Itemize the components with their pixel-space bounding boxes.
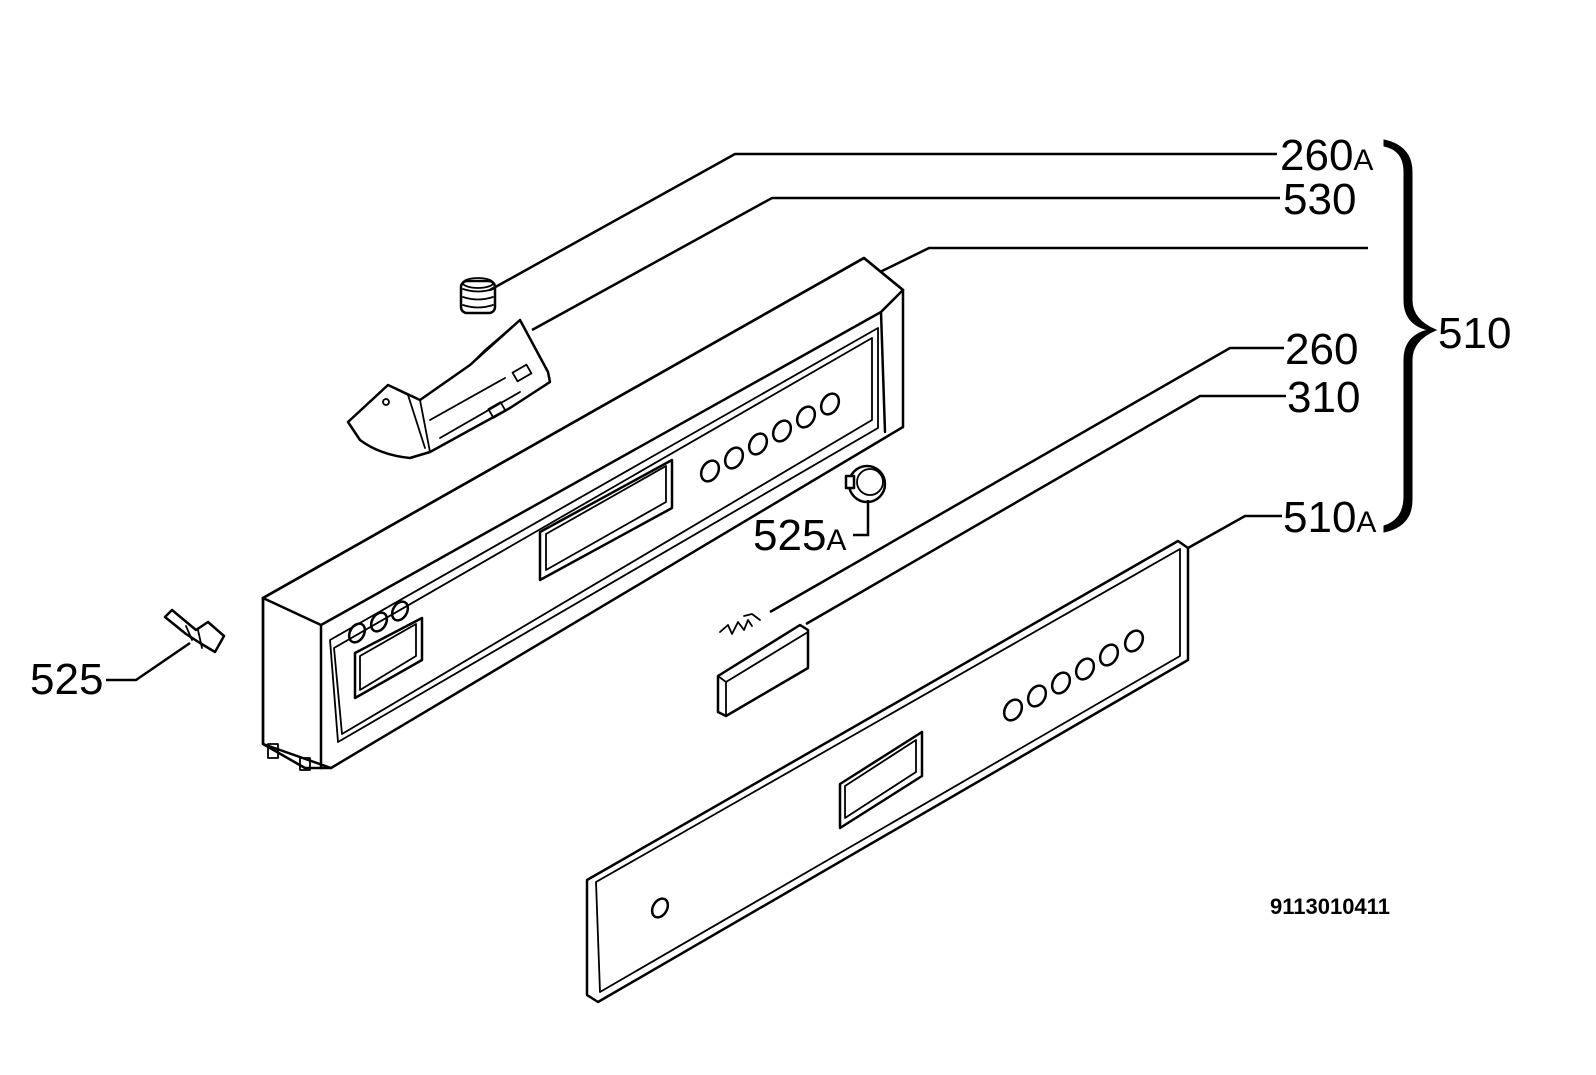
callout-510a: 510A: [1283, 493, 1376, 542]
callout-525a-number: 525: [753, 511, 826, 560]
callout-525a-suffix: A: [826, 524, 846, 557]
spring-part-260a: [459, 277, 497, 315]
assembly-brace: [1383, 139, 1438, 533]
fascia-button-holes: [650, 629, 1145, 919]
knob-part-525a: [844, 464, 887, 504]
callout-310-number: 310: [1287, 373, 1360, 422]
leader-lines: [106, 152, 1368, 682]
spring-part-260: [719, 613, 761, 635]
control-panel-housing: [261, 256, 905, 771]
callout-260a-suffix: A: [1353, 144, 1373, 177]
callout-510: 510: [1438, 309, 1511, 358]
document-number: 9113010411: [1270, 894, 1390, 919]
callout-510a-suffix: A: [1356, 506, 1376, 539]
callout-530: 530: [1283, 175, 1356, 224]
callout-310: 310: [1287, 373, 1360, 422]
callout-260a: 260A: [1280, 131, 1373, 180]
callout-525-number: 525: [30, 655, 103, 704]
callout-510a-number: 510: [1283, 493, 1356, 542]
fascia-part-510a: [585, 539, 1190, 1004]
housing-button-holes-upper: [699, 392, 841, 483]
callout-260-number: 260: [1285, 325, 1358, 374]
housing-button-holes-left: [347, 600, 410, 644]
callout-525a: 525A: [753, 511, 846, 560]
callout-510-number: 510: [1438, 309, 1511, 358]
callout-530-number: 530: [1283, 175, 1356, 224]
callout-525: 525: [30, 655, 103, 704]
callout-260: 260: [1285, 325, 1358, 374]
pin-part-525: [163, 608, 226, 654]
callout-260a-number: 260: [1280, 131, 1353, 180]
cover-part-310: [716, 623, 810, 718]
bracket-part-530: [346, 318, 552, 460]
